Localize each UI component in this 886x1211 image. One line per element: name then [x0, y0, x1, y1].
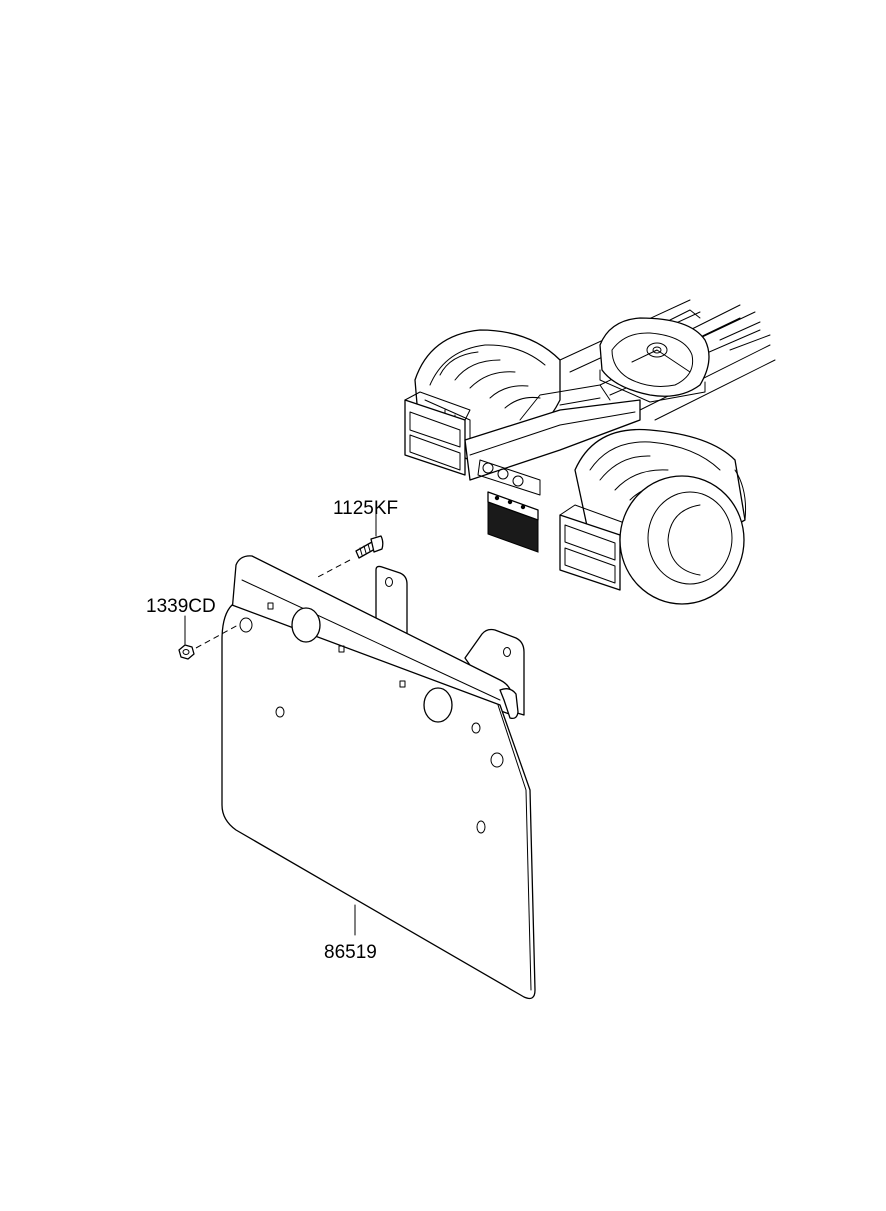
mud-flap-bracket-icon: [221, 555, 536, 1000]
bolt-icon: [355, 535, 384, 559]
nut-icon: [178, 644, 195, 660]
callout-86519: 86519: [324, 942, 377, 963]
callout-1339cd: 1339CD: [146, 596, 216, 617]
callout-1125kf: 1125KF: [333, 498, 398, 519]
truck-rear-icon: [404, 299, 776, 605]
